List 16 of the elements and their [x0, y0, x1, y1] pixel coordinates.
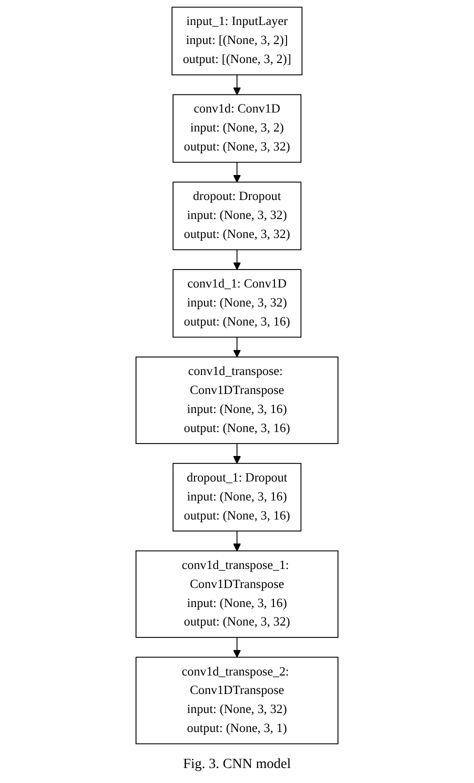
arrow [233, 636, 241, 658]
node-box: input_1: InputLayer input: [(None, 3, 2)] output: [(None, 3, 2)] [172, 6, 302, 76]
node-box: conv1d_transpose: Conv1DTranspose input: (None, 3, 16) output: (None, 3, 16) [136, 356, 338, 444]
arrow [233, 530, 241, 552]
node-box: conv1d: Conv1D input: (None, 3, 2) output: (None, 3, 32) [172, 94, 302, 163]
node-box: conv1d_transpose_2: Conv1DTranspose input: (None, 3, 32) output: (None, 3, 1) [136, 656, 338, 744]
arrow [233, 443, 241, 464]
caption: Fig. 3. CNN model [183, 756, 291, 774]
arrow [233, 74, 241, 96]
node-box: dropout_1: Dropout input: (None, 3, 16) output: (None, 3, 16) [172, 462, 302, 532]
arrow [233, 249, 241, 270]
node-box: conv1d_transpose_1: Conv1DTranspose input: (None, 3, 16) output: (None, 3, 32) [136, 550, 338, 638]
node-box: dropout: Dropout input: (None, 3, 32) output: (None, 3, 32) [172, 182, 302, 250]
arrow [233, 162, 241, 182]
node-box: conv1d_1: Conv1D input: (None, 3, 32) output: (None, 3, 16) [172, 269, 302, 338]
arrow [233, 336, 241, 358]
